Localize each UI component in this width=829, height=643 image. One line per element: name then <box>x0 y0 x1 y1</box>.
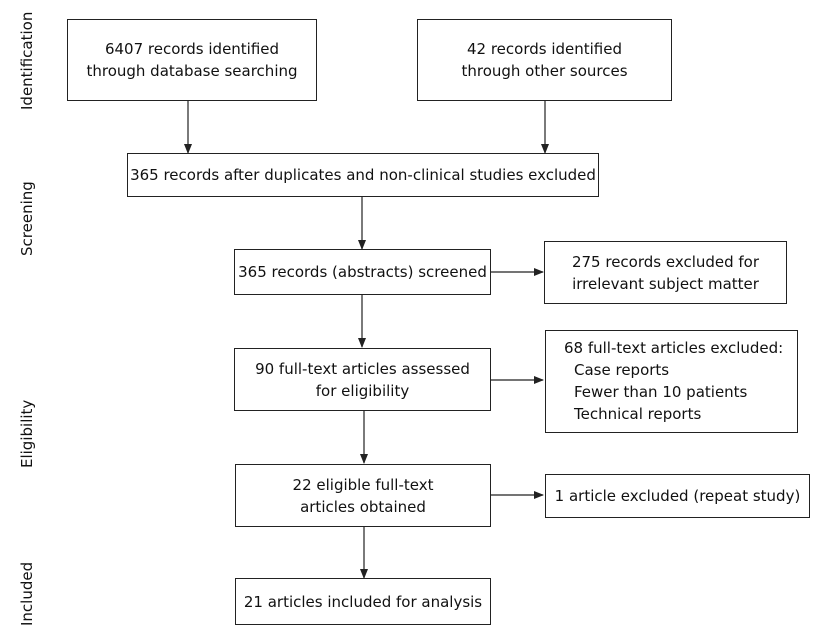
box-line: articles obtained <box>300 497 426 516</box>
box-line: 22 eligible full-text <box>292 475 434 494</box>
box-line: 275 records excluded for <box>571 252 760 271</box>
box-line: for eligibility <box>315 381 410 400</box>
box-excluded-repeat: 1 article excluded (repeat study) <box>545 474 810 518</box>
box-eligible-obtained: 22 eligible full-text articles obtained <box>235 464 491 527</box>
box-line: 90 full-text articles assessed <box>255 359 470 378</box>
box-fulltext-excluded: 68 full-text articles excluded: Case rep… <box>545 330 798 433</box>
box-fulltext-assessed: 90 full-text articles assessed for eligi… <box>234 348 491 411</box>
exclusion-reason: Case reports <box>574 361 670 379</box>
box-line: 365 records after duplicates and non-cli… <box>130 166 596 184</box>
exclusion-reason: Fewer than 10 patients <box>574 383 748 401</box>
box-database-searching: 6407 records identified through database… <box>67 19 317 101</box>
exclusion-reason: Technical reports <box>574 405 702 423</box>
box-included-analysis: 21 articles included for analysis <box>235 578 491 625</box>
box-abstracts-screened: 365 records (abstracts) screened <box>234 249 491 295</box>
box-line: 6407 records identified <box>104 40 280 58</box>
box-line: 21 articles included for analysis <box>243 592 483 611</box>
box-line: irrelevant subject matter <box>572 274 759 293</box>
box-other-sources: 42 records identified through other sour… <box>417 19 672 101</box>
box-line: through other sources <box>461 62 628 80</box>
box-line: 68 full-text articles excluded: <box>564 339 784 357</box>
box-after-duplicates: 365 records after duplicates and non-cli… <box>127 153 599 197</box>
box-line: 42 records identified <box>466 40 623 58</box>
box-line: 1 article excluded (repeat study) <box>554 487 801 505</box>
box-line: 365 records (abstracts) screened <box>238 263 487 281</box>
box-line: through database searching <box>86 62 298 80</box>
box-excluded-irrelevant: 275 records excluded for irrelevant subj… <box>544 241 787 304</box>
